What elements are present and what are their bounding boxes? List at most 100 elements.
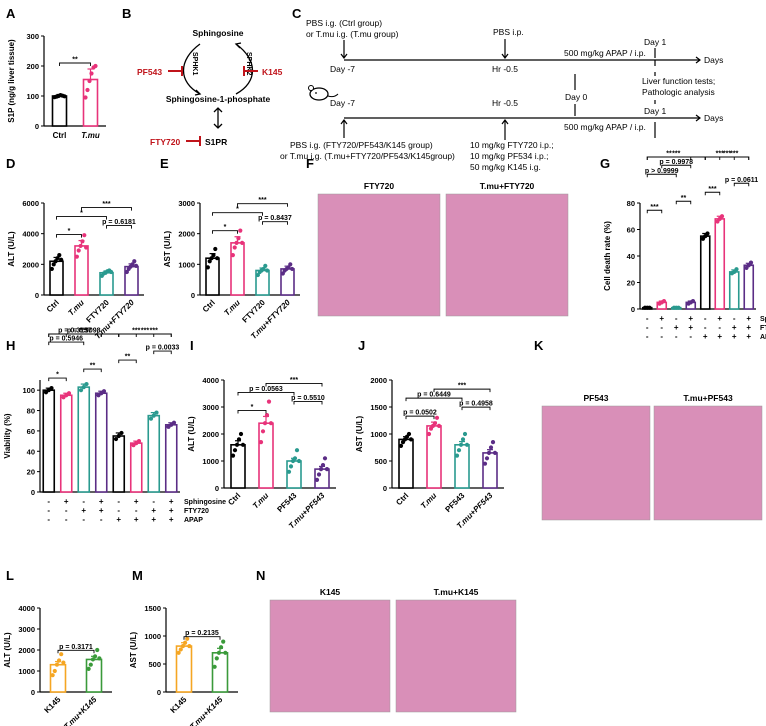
chart-g-treatment-0-1: +	[659, 314, 664, 323]
chart-m-point-0-0	[176, 650, 181, 655]
chart-h-treatment-1-6: +	[151, 506, 156, 515]
pbs-ip-label: PBS i.p.	[493, 27, 524, 37]
chart-a-bar-1	[82, 78, 99, 127]
panel-label-h: H	[6, 338, 15, 353]
chart-h-point-4-2	[119, 430, 124, 436]
chart-g-bar-6	[728, 271, 740, 310]
chart-m-sig-label-0: p = 0.2135	[185, 630, 219, 637]
chart-g-sig-label-3: **	[681, 195, 687, 202]
chart-a-category-0: Ctrl	[53, 131, 67, 140]
bottom-days-label: Days	[704, 113, 723, 123]
chart-i-sig-bracket-0	[237, 410, 267, 414]
chart-l-point-1-4	[95, 647, 100, 653]
sphk2-label: SPHK2	[245, 52, 252, 75]
chart-g-ylabel: Cell death rate (%)	[603, 221, 612, 291]
chart-e-point-1-0	[230, 253, 235, 258]
chart-i-point-2-4	[294, 448, 300, 453]
chart-j-sig-label-2: ***	[458, 383, 466, 390]
chart-l-point-0-2	[54, 662, 60, 667]
chart-h-treatment-1-3: +	[99, 506, 104, 515]
chart-h-treatment-label-0: Sphingosine	[184, 499, 226, 506]
chart-h-point-6-1	[151, 413, 156, 418]
chart-e-ytick-label-0: 0	[191, 291, 195, 300]
bottom-hr-label: Hr -0.5	[492, 98, 518, 108]
chart-e-point-3-5	[290, 266, 295, 272]
chart-l-point-1-3	[92, 654, 98, 659]
chart-a-ylabel: S1P (ng/g liver tissue)	[7, 39, 16, 123]
chart-g-treatment-1-3: +	[688, 323, 693, 332]
chart-h-sig-label-5: ***	[80, 328, 88, 335]
chart-i-ytick-label-2: 2000	[202, 430, 219, 439]
chart-a-ytick-label-0: 0	[35, 122, 39, 131]
chart-l-point-0-3	[56, 658, 62, 663]
chart-i-sig-bracket-2	[265, 383, 323, 387]
chart-e-ylabel: AST (U/L)	[163, 230, 172, 267]
chart-e-point-0-2	[209, 256, 214, 261]
chart-h-treatment-2-5: +	[134, 515, 139, 524]
chart-g-bar-7	[743, 264, 755, 310]
micrograph-n-2: T.mu+K145	[395, 587, 517, 713]
chart-j-point-2-1	[456, 448, 462, 453]
chart-d-point-0-2	[53, 259, 58, 264]
chart-i-bar-0	[230, 443, 246, 489]
chart-i-sig-label-3: p = 0.5510	[291, 395, 325, 402]
chart-g-sig-label-6: ***	[708, 186, 716, 193]
chart-l-point-1-0	[86, 666, 91, 672]
chart-d-point-0-1	[51, 262, 56, 267]
chart-h-treatment-2-2: -	[82, 515, 85, 524]
panel-label-e: E	[160, 156, 169, 171]
chart-d-ytick-label-3: 6000	[22, 199, 39, 208]
chart-h-ytick-label-4: 80	[27, 407, 35, 416]
chart-g-sig-label-9: ***	[730, 151, 738, 158]
chart-d-ytick-label-2: 4000	[22, 230, 39, 239]
chart-j-bar-2	[454, 443, 470, 489]
chart-j-point-2-3	[460, 437, 466, 442]
chart-m-ytick-label-0: 0	[157, 688, 161, 697]
chart-m-point-0-3	[182, 640, 188, 645]
chart-h-sig-bracket-2	[48, 341, 85, 346]
chart-d-category-1: T.mu	[66, 298, 86, 318]
chart-g-point-4-2	[705, 231, 710, 236]
chart-d-bar-0	[49, 260, 64, 296]
chart-e-bar-1	[230, 242, 245, 296]
panel-label-m: M	[132, 568, 143, 583]
top-day7-label: Day -7	[330, 64, 355, 74]
chart-g-treatment-2-2: -	[675, 332, 678, 341]
chart-i-point-1-5	[268, 421, 274, 426]
chart-e-sig-label-3: p = 0.8437	[258, 215, 292, 222]
chart-l-point-0-5	[61, 660, 66, 665]
chart-e-point-0-4	[213, 246, 218, 252]
chart-m-category-1: T.mu+K145	[188, 695, 225, 726]
chart-a-point-1-1	[85, 87, 90, 93]
top-apap-label: 500 mg/kg APAP / i.p.	[564, 48, 646, 58]
chart-l-bar-0	[49, 663, 67, 693]
chart-l-sig-label-0: p = 0.3171	[59, 644, 93, 651]
micrograph-f-2: T.mu+FTY720	[445, 181, 569, 317]
chart-i-point-3-4	[322, 456, 328, 461]
chart-h-treatment-0-6: -	[152, 497, 155, 506]
chart-g-sig-label-4: p = 0.9978	[659, 159, 693, 166]
chart-g-sig-bracket-3	[675, 200, 692, 205]
chart-d-sig-bracket-3	[106, 225, 132, 229]
chart-i-point-1-4	[266, 399, 272, 404]
s1pr-label: S1PR	[205, 137, 227, 147]
chart-l-point-1-2	[90, 657, 96, 662]
chart-h-point-7-2	[171, 420, 177, 425]
chart-h-bar-1	[59, 394, 73, 493]
micrograph-n-1-label: K145	[320, 587, 341, 597]
chart-g-sig-label-7: ***	[716, 151, 724, 158]
chart-l-point-0-1	[52, 668, 57, 674]
chart-l-ytick-label-1: 1000	[18, 667, 35, 676]
chart-h-bar-5	[129, 442, 143, 493]
chart-d-point-1-3	[80, 239, 85, 244]
chart-e-point-0-3	[211, 253, 216, 258]
chart-h-ytick-label-2: 40	[27, 447, 35, 456]
chart-i-sig-bracket-3	[293, 401, 323, 405]
chart-j-point-2-4	[462, 431, 468, 437]
chart-j-category-0: Ctrl	[394, 491, 410, 507]
